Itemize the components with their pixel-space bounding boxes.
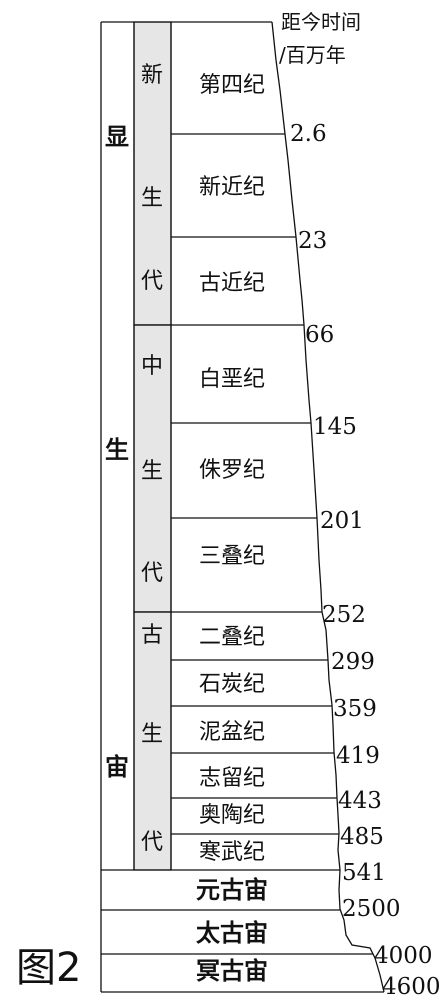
header-line2: /百万年 (279, 43, 346, 67)
period-label: 泥盆纪 (199, 720, 265, 745)
boundary-age: 201 (320, 508, 364, 534)
period-label: 志留纪 (199, 766, 265, 791)
period-label: 奥陶纪 (199, 803, 265, 828)
precambrian-eon-label: 太古宙 (196, 919, 268, 947)
period-label: 寒武纪 (199, 840, 265, 865)
era-char: 新 (141, 63, 163, 88)
boundary-age: 2.6 (290, 121, 327, 147)
boundary-age: 4600 (382, 974, 441, 999)
era-char: 生 (141, 459, 163, 484)
boundary-age: 66 (305, 322, 334, 348)
period-label: 石炭纪 (199, 672, 265, 697)
era-char: 代 (141, 830, 163, 855)
period-label: 三叠纪 (199, 544, 265, 569)
era-mesozoic-background (133, 324, 172, 613)
period-label: 白垩纪 (199, 367, 265, 392)
age-boundary-outline (271, 21, 385, 993)
period-label: 古近纪 (199, 271, 265, 296)
eon-phanerozoic-char: 宙 (105, 753, 129, 781)
boundary-age: 419 (336, 743, 380, 769)
header-line1: 距今时间 (281, 10, 361, 34)
table-lines (100, 21, 384, 993)
boundary-age: 443 (338, 788, 382, 814)
eon-phanerozoic-char: 生 (105, 436, 129, 464)
era-char: 中 (141, 354, 163, 379)
period-label: 第四纪 (199, 73, 265, 98)
period-label: 侏罗纪 (199, 458, 265, 483)
era-cenozoic-background (133, 21, 172, 326)
eon-phanerozoic-char: 显 (105, 123, 129, 151)
boundary-age: 252 (322, 602, 366, 628)
figure-label: 图2 (16, 945, 81, 991)
boundary-age: 541 (342, 860, 386, 886)
precambrian-eon-label: 冥古宙 (196, 957, 268, 985)
boundary-age: 4000 (374, 943, 433, 969)
period-label: 二叠纪 (199, 625, 265, 650)
era-char: 代 (141, 561, 163, 586)
period-label: 新近纪 (199, 175, 265, 200)
era-char: 生 (141, 186, 163, 211)
boundary-age: 485 (340, 824, 384, 850)
precambrian-eon-label: 元古宙 (196, 876, 268, 904)
boundary-age: 145 (313, 414, 357, 440)
boundary-age: 2500 (342, 896, 401, 922)
era-char: 生 (141, 722, 163, 747)
boundary-age: 299 (331, 649, 375, 675)
boundary-age: 23 (298, 228, 327, 254)
era-char: 古 (141, 623, 163, 648)
boundary-age: 359 (333, 696, 377, 722)
era-char: 代 (141, 269, 163, 294)
